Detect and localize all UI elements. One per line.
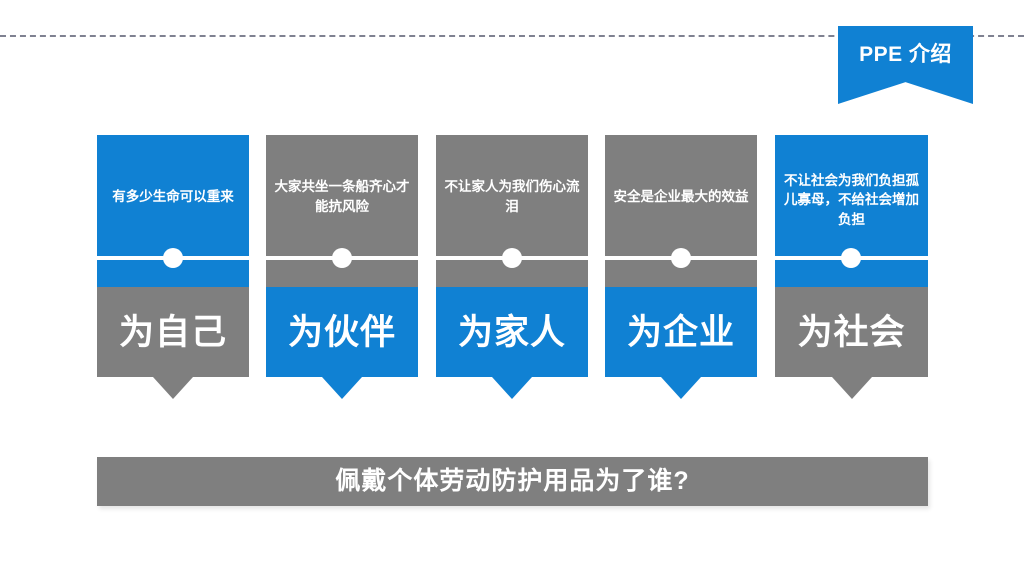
reason-caption-society: 不让社会为我们负担孤儿寡母，不给社会增加负担 [784, 172, 919, 227]
reason-title-box-partner: 为伙伴 [266, 287, 418, 377]
reason-title-box-family: 为家人 [436, 287, 588, 377]
reason-title-partner: 为伙伴 [287, 312, 396, 352]
reason-column-company[interactable]: 安全是企业最大的效益 为企业 [605, 135, 757, 399]
top-dashed-divider [0, 35, 1024, 37]
bottom-question-text: 佩戴个体劳动防护用品为了谁? [335, 467, 690, 495]
reason-column-partner[interactable]: 大家共坐一条船齐心才能抗风险 为伙伴 [266, 135, 418, 399]
bottom-question-banner: 佩戴个体劳动防护用品为了谁? [97, 457, 928, 506]
timeline-node-dot-family [502, 248, 522, 268]
reason-title-self: 为自己 [118, 312, 227, 352]
reason-title-box-society: 为社会 [775, 287, 928, 377]
ppe-ribbon-badge: PPE 介绍 [838, 26, 973, 104]
pointer-triangle-icon-company [661, 377, 701, 399]
reason-columns: 有多少生命可以重来 为自己 大家共坐一条船齐心才能抗风险 为伙伴 不让家人为我们… [97, 135, 928, 400]
reason-caption-partner: 大家共坐一条船齐心才能抗风险 [274, 179, 410, 214]
reason-title-box-self: 为自己 [97, 287, 249, 377]
reason-title-family: 为家人 [457, 312, 566, 352]
timeline-node-dot-self [163, 248, 183, 268]
reason-title-company: 为企业 [626, 312, 735, 352]
reason-column-society[interactable]: 不让社会为我们负担孤儿寡母，不给社会增加负担 为社会 [775, 135, 928, 399]
reason-title-society: 为社会 [797, 312, 906, 352]
timeline-node-dot-company [671, 248, 691, 268]
pointer-triangle-icon-self [153, 377, 193, 399]
reason-caption-company: 安全是企业最大的效益 [613, 189, 749, 205]
timeline-node-dot-society [841, 248, 861, 268]
pointer-triangle-icon-family [492, 377, 532, 399]
pointer-triangle-icon-society [831, 377, 872, 399]
reason-title-box-company: 为企业 [605, 287, 757, 377]
pointer-triangle-icon-partner [322, 377, 362, 399]
ppe-ribbon-label: PPE 介绍 [859, 43, 952, 66]
reason-caption-self: 有多少生命可以重来 [112, 189, 234, 205]
reason-caption-box-company: 安全是企业最大的效益 [605, 135, 757, 287]
timeline-node-dot-partner [332, 248, 352, 268]
reason-caption-family: 不让家人为我们伤心流泪 [444, 179, 580, 214]
